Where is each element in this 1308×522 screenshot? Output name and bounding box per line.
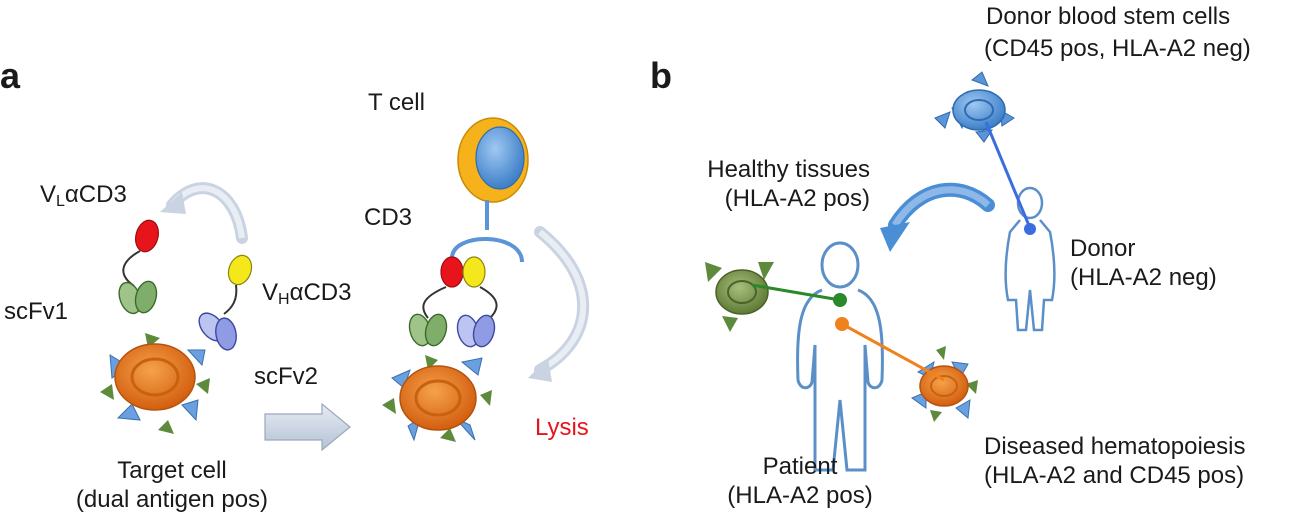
diseased-cell — [910, 346, 978, 422]
donor-link-dot — [1024, 223, 1036, 235]
healthy-tissue-cell — [705, 262, 774, 332]
scfv1-antibody — [118, 219, 160, 315]
diseased-link-dot — [835, 317, 849, 331]
target-cell-left — [100, 333, 210, 434]
vh-acd3-label: VHαCD3 — [262, 279, 352, 308]
cd3-label: CD3 — [364, 204, 413, 231]
panel-a-letter: a — [0, 55, 21, 96]
donor-cells-label-line1: Donor blood stem cells — [986, 3, 1231, 30]
donor-label: Donor (HLA-A2 neg) — [1070, 235, 1217, 291]
patient-body — [796, 241, 884, 472]
transfer-arrow — [880, 182, 995, 252]
lysis-arrow — [528, 226, 590, 382]
t-cell-label: T cell — [368, 89, 425, 116]
healthy-link-line — [751, 283, 841, 302]
target-cell-right — [382, 355, 492, 442]
scfv1-linker — [122, 250, 141, 287]
vl-domain — [134, 219, 160, 253]
donor-cells-label-line2: (CD45 pos, HLA-A2 neg) — [984, 35, 1251, 62]
panel-b-letter: b — [650, 55, 672, 96]
scfv1-label: scFv1 — [4, 298, 69, 325]
curved-arrow-vl-vh — [160, 182, 248, 244]
target-cell-label: Target cell (dual antigen pos) — [75, 457, 269, 513]
donor-link-line — [984, 121, 1032, 229]
diseased-label: Diseased hematopoiesis (HLA-A2 and CD45 … — [984, 433, 1246, 489]
bound-bispecific — [408, 256, 498, 348]
scfv2-label: scFv2 — [254, 363, 319, 390]
donor-stem-cell — [934, 71, 1015, 143]
healthy-tissues-label: Healthy tissues (HLA-A2 pos) — [707, 156, 870, 212]
process-arrow — [264, 402, 351, 452]
vh-domain — [227, 254, 253, 286]
diseased-link-line — [841, 322, 945, 382]
donor-body — [1004, 186, 1056, 332]
cd3-receptor — [450, 237, 524, 263]
t-cell — [450, 117, 529, 263]
lysis-label: Lysis — [535, 414, 589, 441]
scfv2-antibody — [198, 254, 253, 351]
patient-label: Patient (HLA-A2 pos) — [727, 453, 873, 509]
vl-acd3-label: VLαCD3 — [40, 181, 127, 210]
healthy-link-dot — [833, 293, 847, 307]
scfv2-linker — [223, 284, 238, 315]
